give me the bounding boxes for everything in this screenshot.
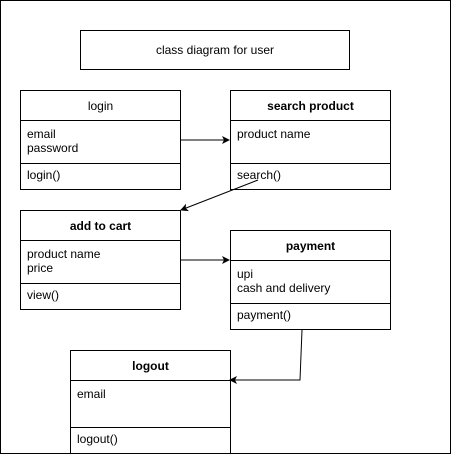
class-login: login email password login(): [20, 90, 181, 190]
diagram-title-text: class diagram for user: [155, 43, 275, 57]
arrow-search-to-cart: [180, 179, 259, 212]
method: payment(): [237, 308, 292, 322]
class-logout-name: logout: [71, 351, 230, 381]
method: view(): [27, 288, 59, 302]
method: search(): [237, 168, 282, 182]
method: logout(): [77, 432, 118, 446]
class-logout-methods: logout(): [71, 428, 230, 446]
class-add-to-cart: add to cart product name price view(): [20, 210, 181, 310]
class-payment-attributes: upi cash and delivery: [231, 261, 390, 304]
class-search-product-name: search product: [231, 91, 390, 121]
class-add-to-cart-name: add to cart: [21, 211, 180, 241]
class-payment: payment upi cash and delivery payment(): [230, 230, 391, 330]
class-search-product: search product product name search(): [230, 90, 391, 190]
attribute: password: [27, 141, 79, 155]
class-login-name: login: [21, 91, 180, 121]
class-search-product-methods: search(): [231, 164, 390, 182]
attribute: product name: [27, 247, 101, 261]
attribute: upi: [237, 267, 254, 281]
class-login-methods: login(): [21, 164, 180, 182]
diagram-title: class diagram for user: [80, 30, 350, 70]
class-payment-methods: payment(): [231, 304, 390, 322]
attribute: email: [27, 127, 56, 141]
class-login-attributes: email password: [21, 121, 180, 164]
arrow-payment-to-logout: [229, 329, 303, 384]
class-search-product-attributes: product name: [231, 121, 390, 164]
attribute: product name: [237, 127, 311, 141]
class-add-to-cart-methods: view(): [21, 284, 180, 302]
class-logout: logout email logout(): [70, 350, 231, 454]
attribute: email: [77, 387, 106, 401]
class-payment-name: payment: [231, 231, 390, 261]
class-add-to-cart-attributes: product name price: [21, 241, 180, 284]
class-logout-attributes: email: [71, 381, 230, 428]
method: login(): [27, 168, 61, 182]
attribute: price: [27, 261, 54, 275]
attribute: cash and delivery: [237, 281, 331, 295]
